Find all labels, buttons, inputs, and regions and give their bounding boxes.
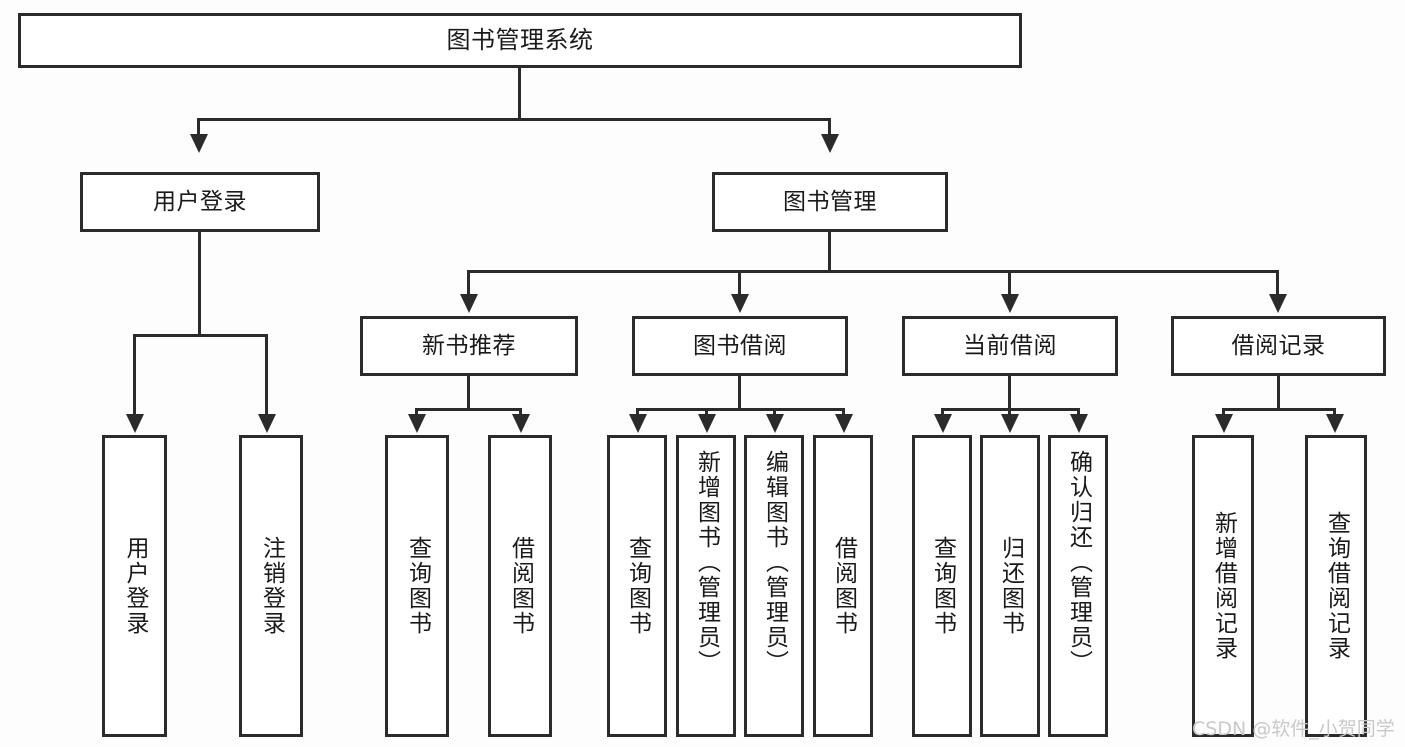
node-label: 图书管理 <box>783 188 877 215</box>
arrow-to-leaf-br-1 <box>1215 414 1233 433</box>
leaf-cb-return-book[interactable]: 归还图书 <box>980 435 1040 737</box>
connector-user-login-bus <box>133 334 268 337</box>
arrow-to-book-borrow <box>731 294 749 313</box>
arrow-to-leaf-nbr-1 <box>408 414 426 433</box>
connector-root-stem <box>518 68 521 120</box>
arrow-to-leaf-bb-2 <box>698 414 716 433</box>
node-label: 新书推荐 <box>422 332 516 359</box>
connector-nbr-stem <box>467 376 470 410</box>
connector-bm-drop-4 <box>1276 270 1279 296</box>
connector-cb-drop-2 <box>1008 408 1011 416</box>
node-borrow-record[interactable]: 借阅记录 <box>1171 316 1386 376</box>
connector-cb-stem <box>1008 376 1011 410</box>
node-label: 用户登录 <box>122 536 148 636</box>
connector-br-stem <box>1277 376 1280 410</box>
node-label: 借阅图书 <box>507 536 534 636</box>
node-label: 归还图书 <box>997 536 1024 636</box>
leaf-bb-add-book-admin[interactable]: 新增图书（管理员） <box>676 435 736 737</box>
arrow-to-new-book-recommend <box>460 294 478 313</box>
connector-book-manage-bus <box>467 270 1279 273</box>
connector-bm-drop-2 <box>738 270 741 296</box>
connector-bb-drop-4 <box>842 408 845 416</box>
connector-br-bus <box>1222 408 1336 411</box>
leaf-cb-query-book[interactable]: 查询图书 <box>912 435 972 737</box>
arrow-to-leaf-cb-2 <box>1001 414 1019 433</box>
leaf-bb-edit-book-admin[interactable]: 编辑图书（管理员） <box>744 435 804 737</box>
arrow-to-leaf-nbr-2 <box>512 414 530 433</box>
leaf-nbr-query-book[interactable]: 查询图书 <box>385 435 449 737</box>
node-user-login[interactable]: 用户登录 <box>80 172 320 232</box>
connector-root-drop-right <box>828 118 831 136</box>
arrow-to-leaf-logout <box>258 414 276 433</box>
leaf-user-login[interactable]: 用户登录 <box>102 435 167 737</box>
node-label: 新增图书（管理员） <box>693 450 720 675</box>
arrow-to-leaf-cb-1 <box>934 414 952 433</box>
node-book-manage[interactable]: 图书管理 <box>712 172 948 232</box>
connector-user-login-drop-2 <box>265 334 268 416</box>
node-label: 图书管理系统 <box>446 25 594 54</box>
arrow-to-leaf-bb-4 <box>835 414 853 433</box>
connector-bb-bus <box>636 408 845 411</box>
connector-bb-drop-3 <box>773 408 776 416</box>
arrow-to-leaf-user-login <box>126 414 144 433</box>
node-book-borrow[interactable]: 图书借阅 <box>632 316 848 376</box>
connector-br-drop-1 <box>1222 408 1225 416</box>
arrow-to-borrow-record <box>1269 294 1287 313</box>
connector-bb-drop-1 <box>636 408 639 416</box>
connector-cb-drop-3 <box>1077 408 1080 416</box>
connector-bb-drop-2 <box>705 408 708 416</box>
arrow-to-leaf-bb-1 <box>629 414 647 433</box>
arrow-to-user-login <box>190 134 208 153</box>
connector-bm-drop-1 <box>467 270 470 296</box>
connector-book-manage-stem <box>828 232 831 272</box>
node-label: 图书借阅 <box>693 332 787 359</box>
node-label: 查询图书 <box>624 536 651 636</box>
node-label: 用户登录 <box>153 188 247 215</box>
node-label: 借阅记录 <box>1231 332 1326 359</box>
csdn-watermark: CSDN @软件_小贺同学 <box>1192 718 1395 740</box>
arrow-to-book-manage <box>821 134 839 153</box>
connector-user-login-drop-1 <box>133 334 136 416</box>
connector-br-drop-2 <box>1333 408 1336 416</box>
leaf-bb-query-book[interactable]: 查询图书 <box>607 435 667 737</box>
connector-user-login-stem <box>198 232 201 336</box>
node-current-borrow[interactable]: 当前借阅 <box>902 316 1118 376</box>
leaf-logout[interactable]: 注销登录 <box>239 435 303 737</box>
node-label: 注销登录 <box>258 536 285 636</box>
connector-bm-drop-3 <box>1008 270 1011 296</box>
connector-cb-drop-1 <box>941 408 944 416</box>
connector-root-bus <box>197 118 831 121</box>
leaf-nbr-borrow-book[interactable]: 借阅图书 <box>488 435 552 737</box>
leaf-cb-confirm-return-admin[interactable]: 确认归还（管理员） <box>1048 435 1108 737</box>
arrow-to-leaf-br-2 <box>1326 414 1344 433</box>
node-label: 新增借阅记录 <box>1210 511 1237 661</box>
connector-root-drop-left <box>197 118 200 136</box>
leaf-br-query-record[interactable]: 查询借阅记录 <box>1305 435 1367 737</box>
connector-bb-stem <box>738 376 741 410</box>
leaf-br-add-record[interactable]: 新增借阅记录 <box>1192 435 1254 737</box>
node-label: 当前借阅 <box>963 332 1057 359</box>
node-label: 查询借阅记录 <box>1323 511 1350 661</box>
node-label: 借阅图书 <box>830 536 857 636</box>
arrow-to-leaf-cb-3 <box>1070 414 1088 433</box>
leaf-bb-borrow-book[interactable]: 借阅图书 <box>813 435 873 737</box>
arrow-to-leaf-bb-3 <box>766 414 784 433</box>
node-new-book-recommend[interactable]: 新书推荐 <box>360 316 578 376</box>
arrow-to-current-borrow <box>1001 294 1019 313</box>
node-label: 编辑图书（管理员） <box>761 450 788 675</box>
connector-nbr-drop-1 <box>415 408 418 416</box>
node-label: 查询图书 <box>929 536 956 636</box>
connector-nbr-drop-2 <box>519 408 522 416</box>
connector-nbr-bus <box>415 408 522 411</box>
node-root-system[interactable]: 图书管理系统 <box>18 13 1022 68</box>
node-label: 查询图书 <box>404 536 431 636</box>
node-label: 确认归还（管理员） <box>1065 450 1092 675</box>
